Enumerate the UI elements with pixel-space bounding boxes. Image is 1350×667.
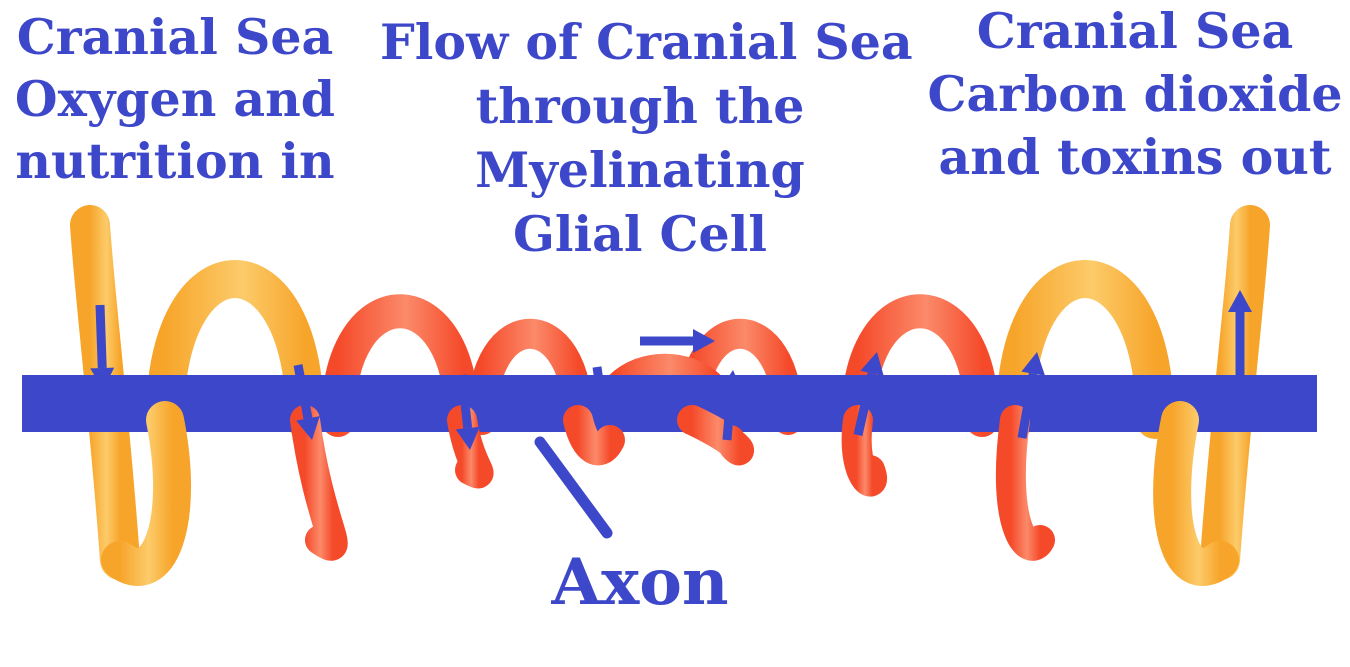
- coil-front-loop-1: [101, 401, 192, 586]
- coil-arch-2: [321, 294, 479, 437]
- inflow-label-line-1: Cranial Sea: [16, 8, 334, 66]
- coil-front-loop-6: [841, 405, 887, 497]
- axon-pointer-line: [534, 436, 613, 539]
- inflow-label-line-2: Oxygen and: [14, 70, 336, 128]
- arrow-down-2: [293, 364, 320, 440]
- arrow-up-4: [1228, 290, 1252, 385]
- flow-label-line-1: Flow of Cranial Sea: [380, 13, 913, 71]
- arrow-up-1: [719, 370, 744, 441]
- coil-front-loop-8: [1153, 401, 1239, 586]
- axon: [22, 375, 1317, 432]
- flow-label-line-2: through the: [475, 77, 805, 135]
- coil-front-loop-2: [290, 405, 348, 561]
- inflow-label-line-3: nutrition in: [15, 132, 335, 190]
- arrow-right-center: [640, 329, 715, 353]
- coil-front-loop-5: [677, 405, 754, 466]
- arrow-up-3: [1017, 352, 1046, 439]
- flow-label: Flow of Cranial Sea through the Myelinat…: [380, 10, 913, 266]
- axon-label-text: Axon: [551, 545, 729, 620]
- outflow-label-line-1: Cranial Sea: [976, 2, 1294, 60]
- axon-label: Axon: [510, 545, 770, 621]
- coil-arch-1: [146, 260, 324, 439]
- inflow-label: Cranial Sea Oxygen and nutrition in: [10, 6, 340, 192]
- coil-arch-6: [996, 260, 1174, 439]
- flow-arrows: [90, 290, 1252, 450]
- arrow-down-3: [455, 374, 480, 450]
- arrow-up-2: [853, 352, 884, 437]
- outflow-label-line-2: Carbon dioxide: [927, 65, 1343, 123]
- flow-label-line-3: Myelinating: [475, 141, 805, 199]
- coil-front-loop-4: [563, 405, 625, 466]
- arrow-down-1: [90, 304, 115, 390]
- flow-label-line-4: Glial Cell: [513, 205, 767, 263]
- glial-coils-front: [101, 401, 1239, 586]
- arrow-down-4: [590, 366, 614, 425]
- outflow-label-line-3: and toxins out: [938, 128, 1332, 186]
- coil-front-loop-7: [995, 405, 1055, 561]
- outflow-label: Cranial Sea Carbon dioxide and toxins ou…: [925, 0, 1345, 189]
